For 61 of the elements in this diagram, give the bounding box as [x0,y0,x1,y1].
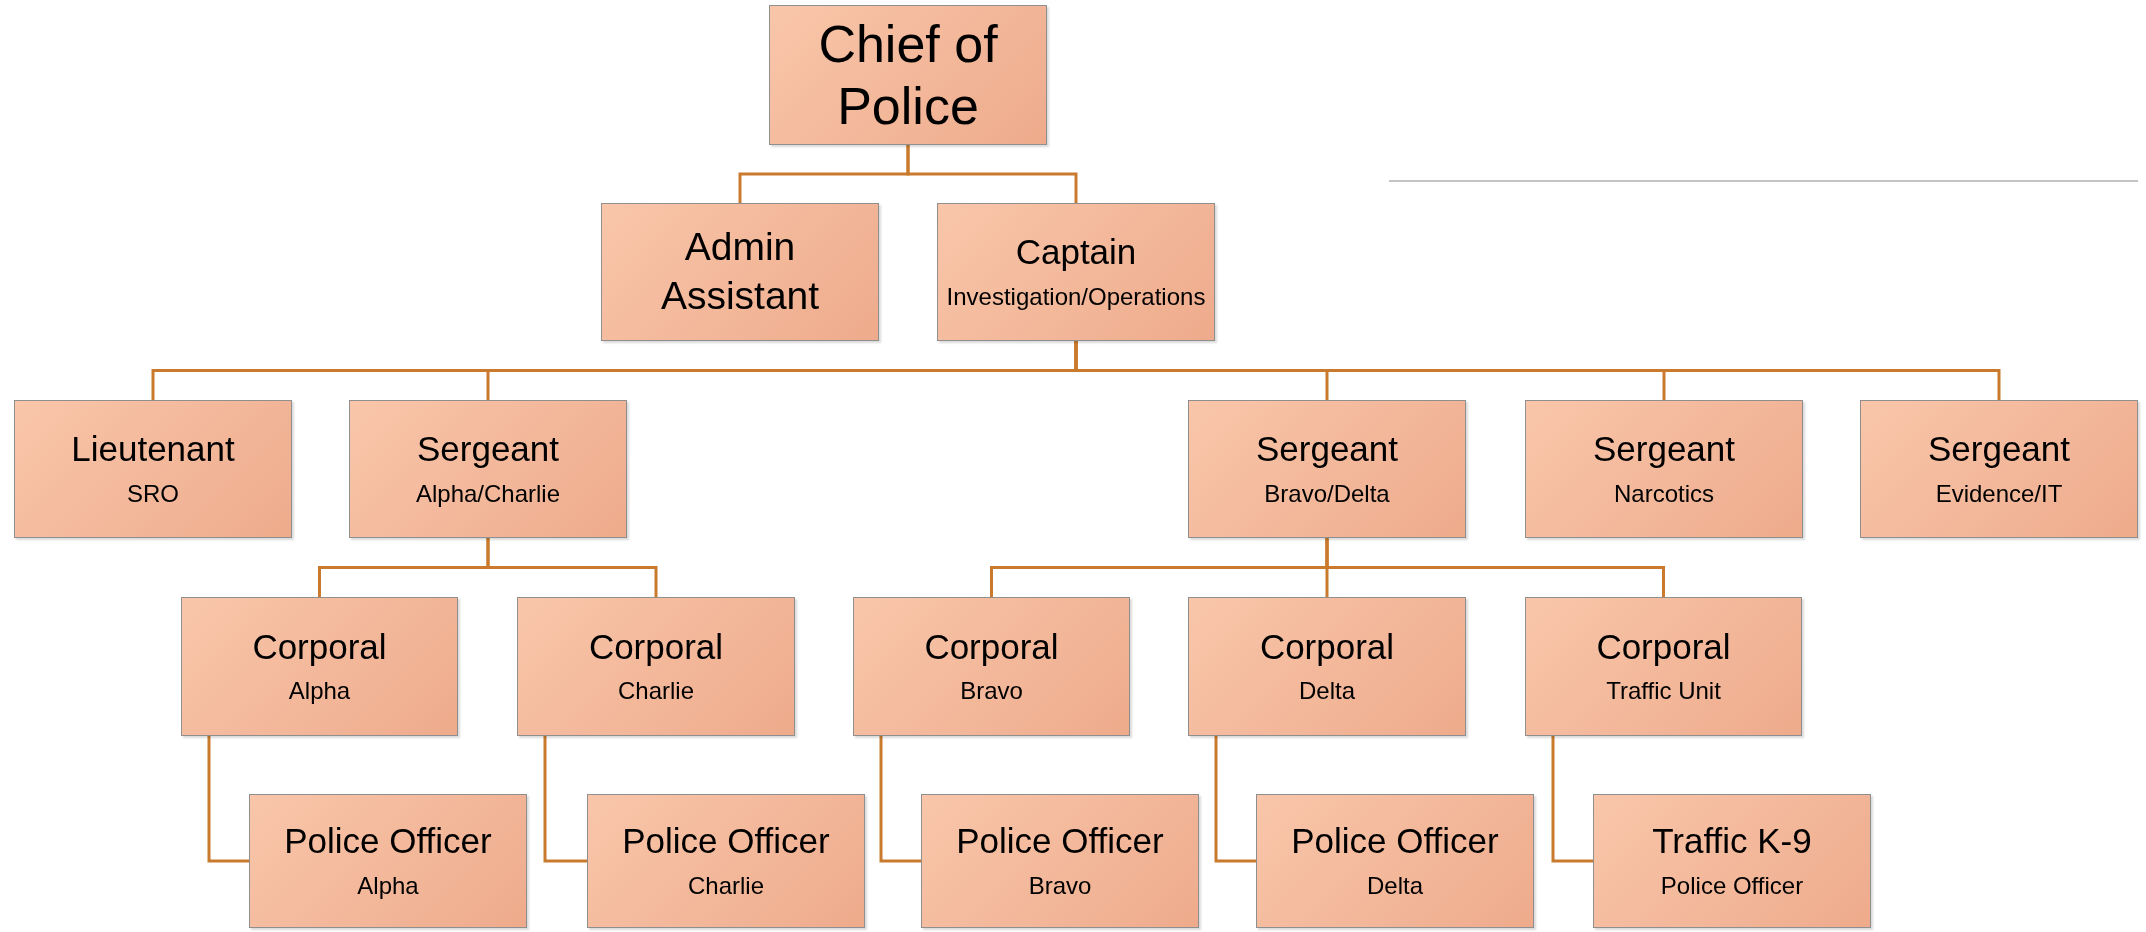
position-box [769,5,1047,145]
position-unit: Narcotics [1614,479,1714,509]
connector-line [1325,538,1665,597]
connector-line [906,145,1078,203]
position-box [517,597,795,736]
position-title: Corporal [588,626,724,668]
position-title: Sergeant [1927,429,2071,470]
position-box [181,597,458,736]
position-title: Corporal [1596,626,1731,668]
position-unit: Alpha [357,871,419,901]
position-box [349,400,627,538]
position-box [1188,597,1466,736]
position-unit: Charlie [688,871,764,901]
position-unit: Alpha/Charlie [415,479,561,509]
connector-line [543,736,587,863]
position-unit: Traffic Unit [1606,677,1721,706]
position-unit: Evidence/IT [1935,479,2063,509]
position-unit: Bravo [1028,871,1092,901]
position-unit: Police Officer [1660,871,1804,901]
position-unit: Delta [1367,871,1423,901]
position-unit: Investigation/Operations [946,282,1206,312]
connector-line [486,538,658,597]
position-title: Sergeant [1592,429,1736,470]
connector-line [1551,736,1593,863]
position-box [921,794,1199,928]
position-box [249,794,527,928]
position-unit: Delta [1299,677,1355,706]
position-title: Police Officer [622,821,830,862]
position-title: Corporal [924,626,1059,668]
connector-line [207,736,249,863]
position-title: Police Officer [284,821,492,862]
connector-line [1074,341,2001,400]
position-box [1188,400,1466,538]
position-box [1860,400,2138,538]
position-box [1593,794,1871,928]
position-box [1525,597,1802,736]
position-title: Lieutenant [71,429,235,470]
position-box [853,597,1130,736]
position-box [601,203,879,341]
position-title: Captain [1015,232,1137,273]
position-title: Chief of Police [817,13,999,137]
position-box [1256,794,1534,928]
position-title: Corporal [1259,626,1395,668]
position-title: Police Officer [1291,821,1499,862]
position-title: Admin Assistant [659,224,821,319]
position-box [587,794,865,928]
position-title: Traffic K-9 [1652,821,1812,862]
position-box [14,400,292,538]
position-title: Corporal [252,626,387,668]
connector-line [879,736,921,863]
position-unit: Alpha [288,677,351,706]
position-unit: Bravo/Delta [1264,479,1390,509]
position-unit: Bravo [960,677,1023,706]
connector-line [1214,736,1256,863]
position-box [937,203,1215,341]
position-title: Sergeant [416,429,560,470]
position-unit: Charlie [618,677,694,706]
position-unit: SRO [127,479,179,509]
position-box [1525,400,1803,538]
position-title: Police Officer [956,821,1164,862]
position-title: Sergeant [1255,429,1399,470]
